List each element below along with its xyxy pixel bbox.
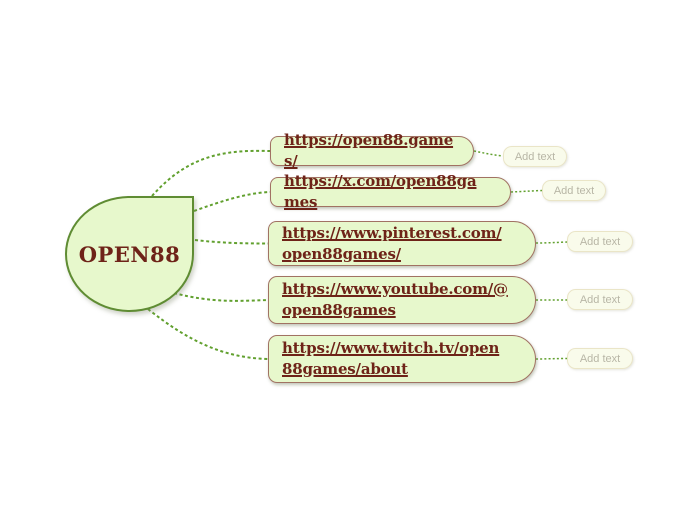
add-text-label: Add text bbox=[579, 235, 621, 248]
branch-node-link-text: https://open88.games/ bbox=[284, 131, 454, 170]
add-text-ghost-button-3[interactable]: Add text bbox=[567, 231, 633, 252]
branch-node-link-text: https://www.youtube.com/@open88games bbox=[282, 280, 508, 319]
add-text-label: Add text bbox=[553, 184, 595, 197]
connector-root-branch-3 bbox=[194, 239, 269, 245]
add-text-label: Add text bbox=[579, 293, 621, 306]
connector-root-branch-5 bbox=[147, 308, 269, 360]
add-text-ghost-button-5[interactable]: Add text bbox=[567, 348, 633, 369]
branch-node-x-com[interactable]: https://x.com/open88games bbox=[270, 172, 511, 211]
connector-branch-3-addtext bbox=[535, 241, 568, 244]
root-node-label: OPEN88 bbox=[78, 241, 181, 267]
branch-node-link-text: https://www.twitch.tv/open88games/about bbox=[282, 339, 500, 378]
branch-node-link-text: https://x.com/open88games bbox=[284, 172, 477, 211]
branch-node-link-text: https://www.pinterest.com/open88games/ bbox=[282, 223, 502, 263]
connector-branch-2-addtext bbox=[510, 189, 543, 193]
add-text-label: Add text bbox=[514, 150, 556, 163]
connector-root-branch-1 bbox=[151, 149, 271, 197]
branch-node-pinterest[interactable]: https://www.pinterest.com/open88games/ bbox=[268, 221, 536, 266]
branch-node-youtube[interactable]: https://www.youtube.com/@open88games bbox=[268, 276, 536, 324]
add-text-label: Add text bbox=[579, 352, 621, 365]
add-text-ghost-button-1[interactable]: Add text bbox=[503, 146, 567, 167]
add-text-ghost-button-4[interactable]: Add text bbox=[567, 289, 633, 310]
root-node[interactable]: OPEN88 bbox=[65, 196, 194, 312]
connector-root-branch-4 bbox=[173, 292, 269, 302]
connector-branch-1-addtext bbox=[473, 150, 504, 157]
branch-node-twitch[interactable]: https://www.twitch.tv/open88games/about bbox=[268, 335, 536, 383]
connector-branch-5-addtext bbox=[535, 357, 568, 360]
add-text-ghost-button-2[interactable]: Add text bbox=[542, 180, 606, 201]
branch-node-open88-games[interactable]: https://open88.games/ bbox=[270, 131, 474, 170]
connector-root-branch-2 bbox=[193, 191, 271, 212]
